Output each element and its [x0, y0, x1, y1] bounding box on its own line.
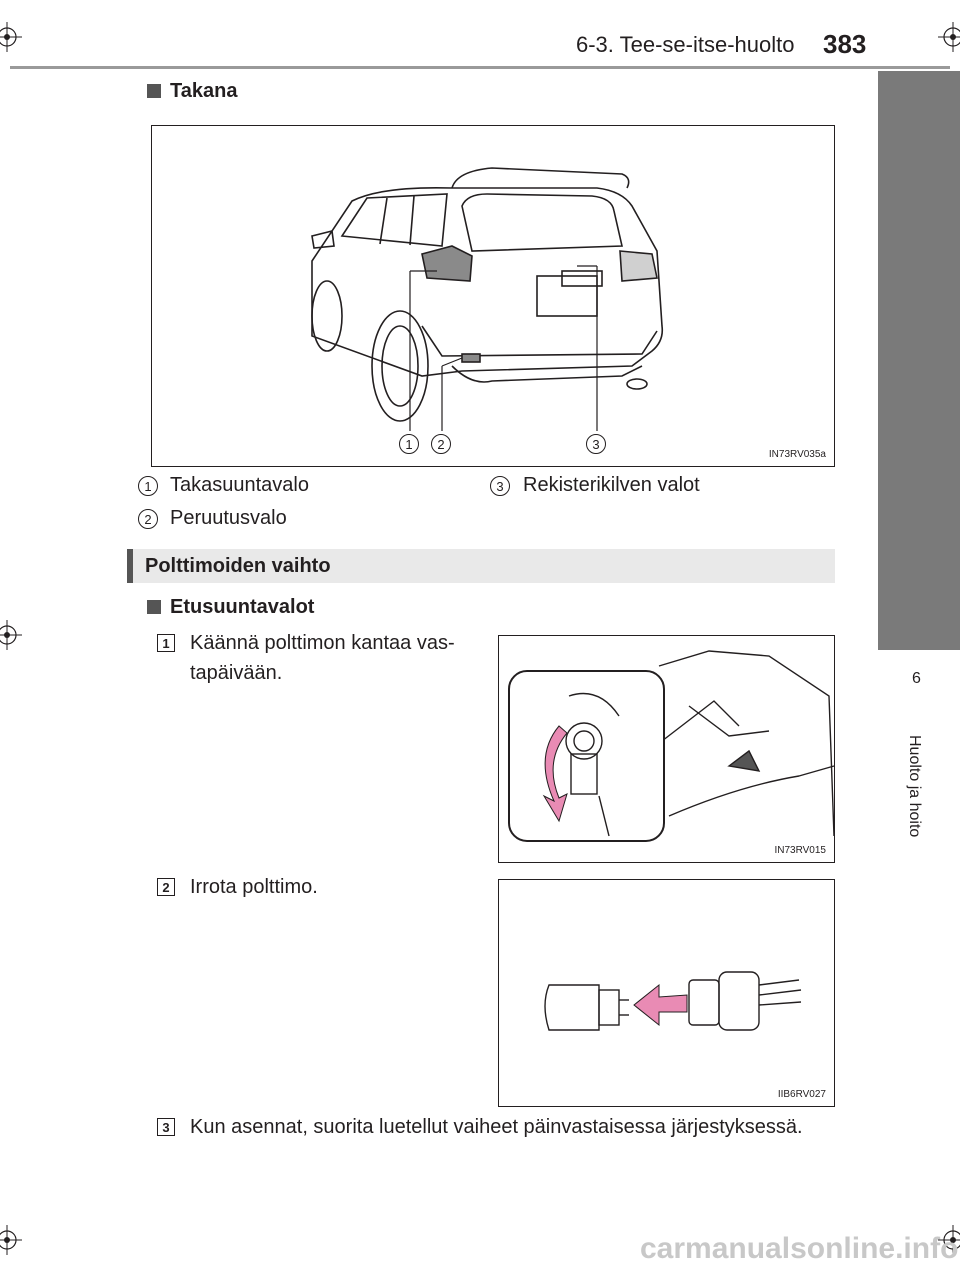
registration-mark-icon: [938, 1225, 960, 1255]
rear-heading: Takana: [170, 80, 238, 102]
step-text-1a: Käännä polttimon kantaa vas-: [190, 632, 455, 654]
header-rule: [10, 66, 950, 69]
car-rear-illustration: [311, 167, 664, 431]
page-number: 383: [823, 29, 867, 59]
figure-code: IN73RV015: [774, 845, 826, 856]
legend-num-2: 2: [138, 509, 158, 529]
legend-num-1: 1: [138, 476, 158, 496]
step-num-3: 3: [157, 1118, 175, 1136]
callout-3: 3: [586, 434, 606, 454]
callout-1: 1: [399, 434, 419, 454]
bulb-removal-illustration: [544, 971, 802, 1031]
chapter-tab-top: [878, 71, 960, 615]
subheading: Etusuuntavalot: [170, 596, 315, 618]
watermark: carmanualsonline.info: [640, 1232, 959, 1265]
step-num-1: 1: [157, 634, 175, 652]
bulb-socket-illustration: [508, 650, 835, 842]
legend-label-1: Takasuuntavalo: [170, 474, 309, 496]
registration-mark-icon: [0, 620, 22, 650]
figure-code: IN73RV035a: [768, 449, 826, 460]
callout-2: 2: [431, 434, 451, 454]
step-text-3: Kun asennat, suorita luetellut vaiheet p…: [190, 1116, 803, 1138]
chapter-tab: [878, 615, 960, 650]
legend-num-3: 3: [490, 476, 510, 496]
section-title: 6-3. Tee-se-itse-huolto: [576, 32, 795, 57]
legend-label-3: Rekisterikilven valot: [523, 474, 700, 496]
chapter-number: 6: [912, 670, 921, 687]
registration-mark-icon: [938, 22, 960, 52]
registration-mark-icon: [0, 22, 22, 52]
rear-car-figure: 1 2 3 IN73RV035a: [151, 125, 835, 467]
chapter-title: Huolto ja hoito: [906, 735, 923, 838]
square-bullet-icon: [147, 600, 161, 614]
step-text-1b: tapäivään.: [190, 662, 283, 684]
step1-figure: IN73RV015: [498, 635, 835, 863]
step-text-2: Irrota polttimo.: [190, 876, 318, 898]
registration-mark-icon: [0, 1225, 22, 1255]
section-bar: Polttimoiden vaihto: [127, 549, 835, 583]
square-bullet-icon: [147, 84, 161, 98]
section-bar-title: Polttimoiden vaihto: [145, 555, 331, 577]
figure-code: IIB6RV027: [777, 1089, 826, 1100]
step2-figure: IIB6RV027: [498, 879, 835, 1107]
step-num-2: 2: [157, 878, 175, 896]
legend-label-2: Peruutusvalo: [170, 507, 287, 529]
